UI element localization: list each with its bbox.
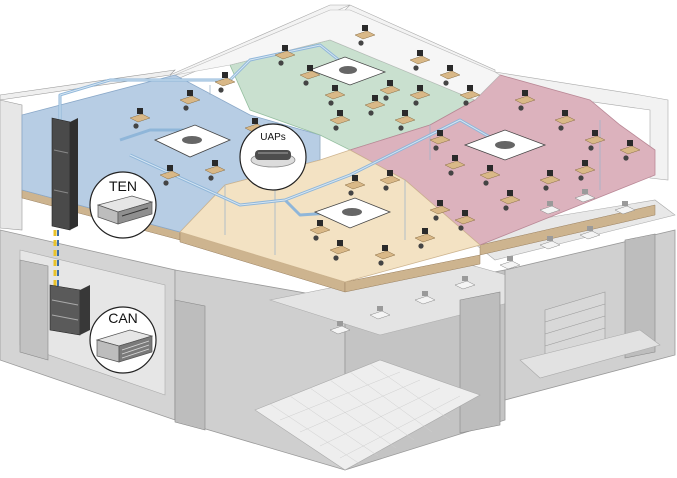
rack-upper [51, 117, 78, 231]
workstation [374, 245, 396, 266]
workstation [179, 90, 201, 111]
callout-uaps: UAPs [239, 123, 307, 191]
workstation [584, 130, 606, 151]
workstation [409, 50, 431, 71]
workstation [329, 240, 351, 261]
workstation [409, 85, 431, 106]
workstation-lower [539, 236, 561, 250]
workstation [444, 155, 466, 176]
partitions [209, 85, 601, 255]
uap-panel-tan [313, 197, 392, 229]
workstation [479, 165, 501, 186]
workstation [459, 85, 481, 106]
uap-panel-green [308, 56, 387, 86]
pillar-2 [459, 291, 501, 434]
workstation [159, 165, 181, 186]
callout-can: CAN [89, 306, 157, 374]
workstation [379, 170, 401, 191]
uap-device-icon [250, 150, 296, 168]
right-lower-floor [519, 329, 661, 379]
workstation [394, 110, 416, 131]
uap-panel-blue [153, 124, 232, 158]
callout-uaps-label: UAPs [260, 132, 286, 143]
callout-ten: TEN [89, 171, 157, 239]
workstation [429, 200, 451, 221]
workstation-lower [574, 189, 596, 203]
workstation [539, 170, 561, 191]
workstation [214, 72, 236, 93]
workstation-lower [329, 321, 351, 335]
workstations [129, 25, 641, 335]
workstation [574, 160, 596, 181]
pillar-4 [19, 259, 49, 361]
workstation-lower [414, 291, 436, 305]
callout-can-label: CAN [108, 310, 138, 326]
workstation-lower [539, 201, 561, 215]
workstation [439, 65, 461, 86]
workstation [364, 95, 386, 116]
workstation [619, 140, 641, 161]
workstation [379, 80, 401, 101]
workstation-lower [454, 276, 476, 290]
workstation [429, 130, 451, 151]
slab-edge-far-right [479, 204, 656, 256]
slab-edge-right [344, 254, 481, 293]
workstation [554, 110, 576, 131]
workstation [274, 45, 296, 66]
workstation [204, 160, 226, 181]
left-side-wall [0, 99, 23, 231]
rack-lower [49, 284, 90, 336]
workstation [454, 210, 476, 231]
workstation-lower [499, 256, 521, 270]
workstation [309, 220, 331, 241]
pillar-1 [174, 299, 206, 431]
workstation-lower [614, 201, 636, 215]
uap-panels [153, 56, 547, 229]
ground-tiles [254, 359, 481, 471]
workstation-lower [369, 306, 391, 320]
cable-tray-left [119, 128, 190, 142]
workstation [129, 108, 151, 129]
workstation [499, 190, 521, 211]
workstation [299, 65, 321, 86]
pillar-3 [624, 233, 656, 359]
workstation-lower [579, 226, 601, 240]
workstation [329, 110, 351, 131]
back-wall-left [0, 69, 176, 101]
chassis-device-icon [95, 329, 154, 363]
callout-ten-label: TEN [109, 178, 137, 194]
uap-panel-pink [463, 129, 547, 161]
ground-tile-lines [269, 363, 461, 465]
workstation [514, 90, 536, 111]
workstation [324, 85, 346, 106]
workstation [344, 175, 366, 196]
switch-device-icon [96, 195, 154, 225]
workstation [414, 228, 436, 249]
workstation [354, 25, 376, 46]
